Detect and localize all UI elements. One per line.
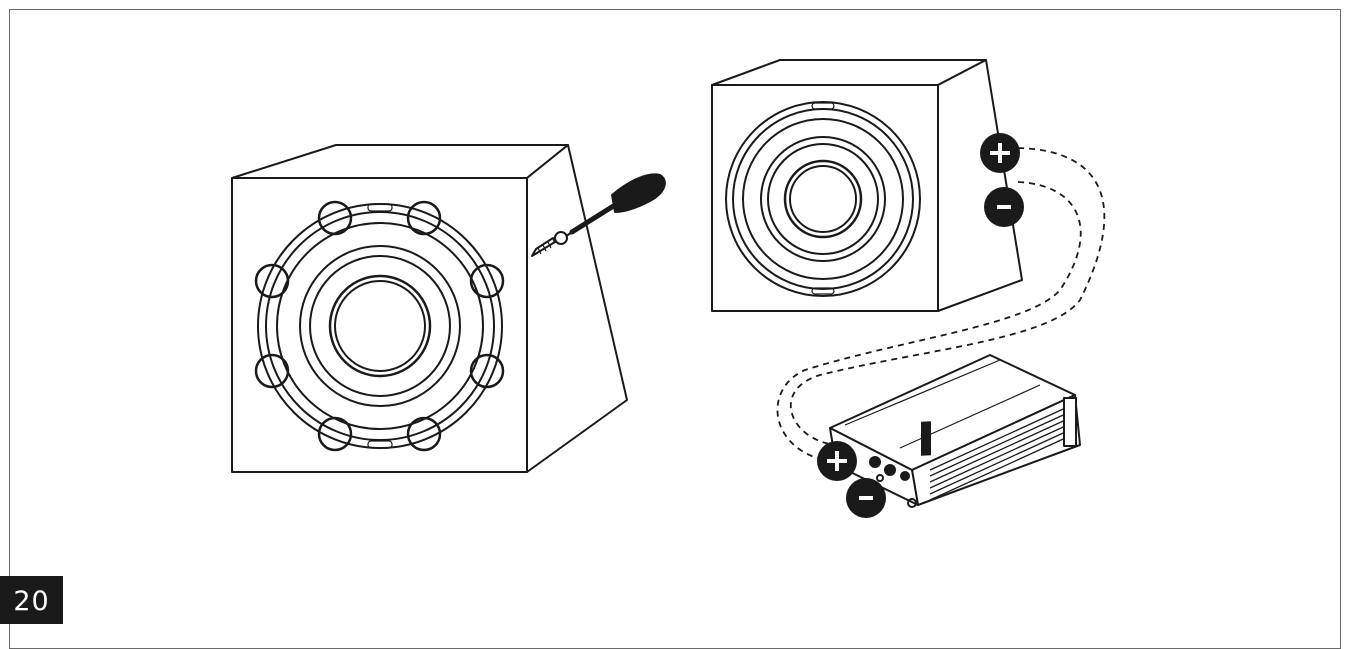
right-box-negative-terminal: [984, 187, 1024, 227]
mounting-screw: [531, 231, 568, 257]
page-number: 20: [0, 576, 63, 624]
installation-illustration: [231, 59, 1106, 518]
left-woofer: [257, 203, 503, 449]
left-mounting-screws: [254, 200, 505, 452]
right-subwoofer-box: [711, 59, 1023, 312]
amplifier: [829, 354, 1081, 508]
left-subwoofer-box: [231, 144, 628, 473]
right-box-positive-terminal: [980, 133, 1020, 173]
amplifier-positive-terminal: [817, 441, 857, 481]
amplifier-negative-terminal: [846, 478, 886, 518]
speaker-wires: [776, 147, 1106, 463]
right-woofer: [725, 101, 921, 297]
screwdriver: [564, 173, 666, 238]
